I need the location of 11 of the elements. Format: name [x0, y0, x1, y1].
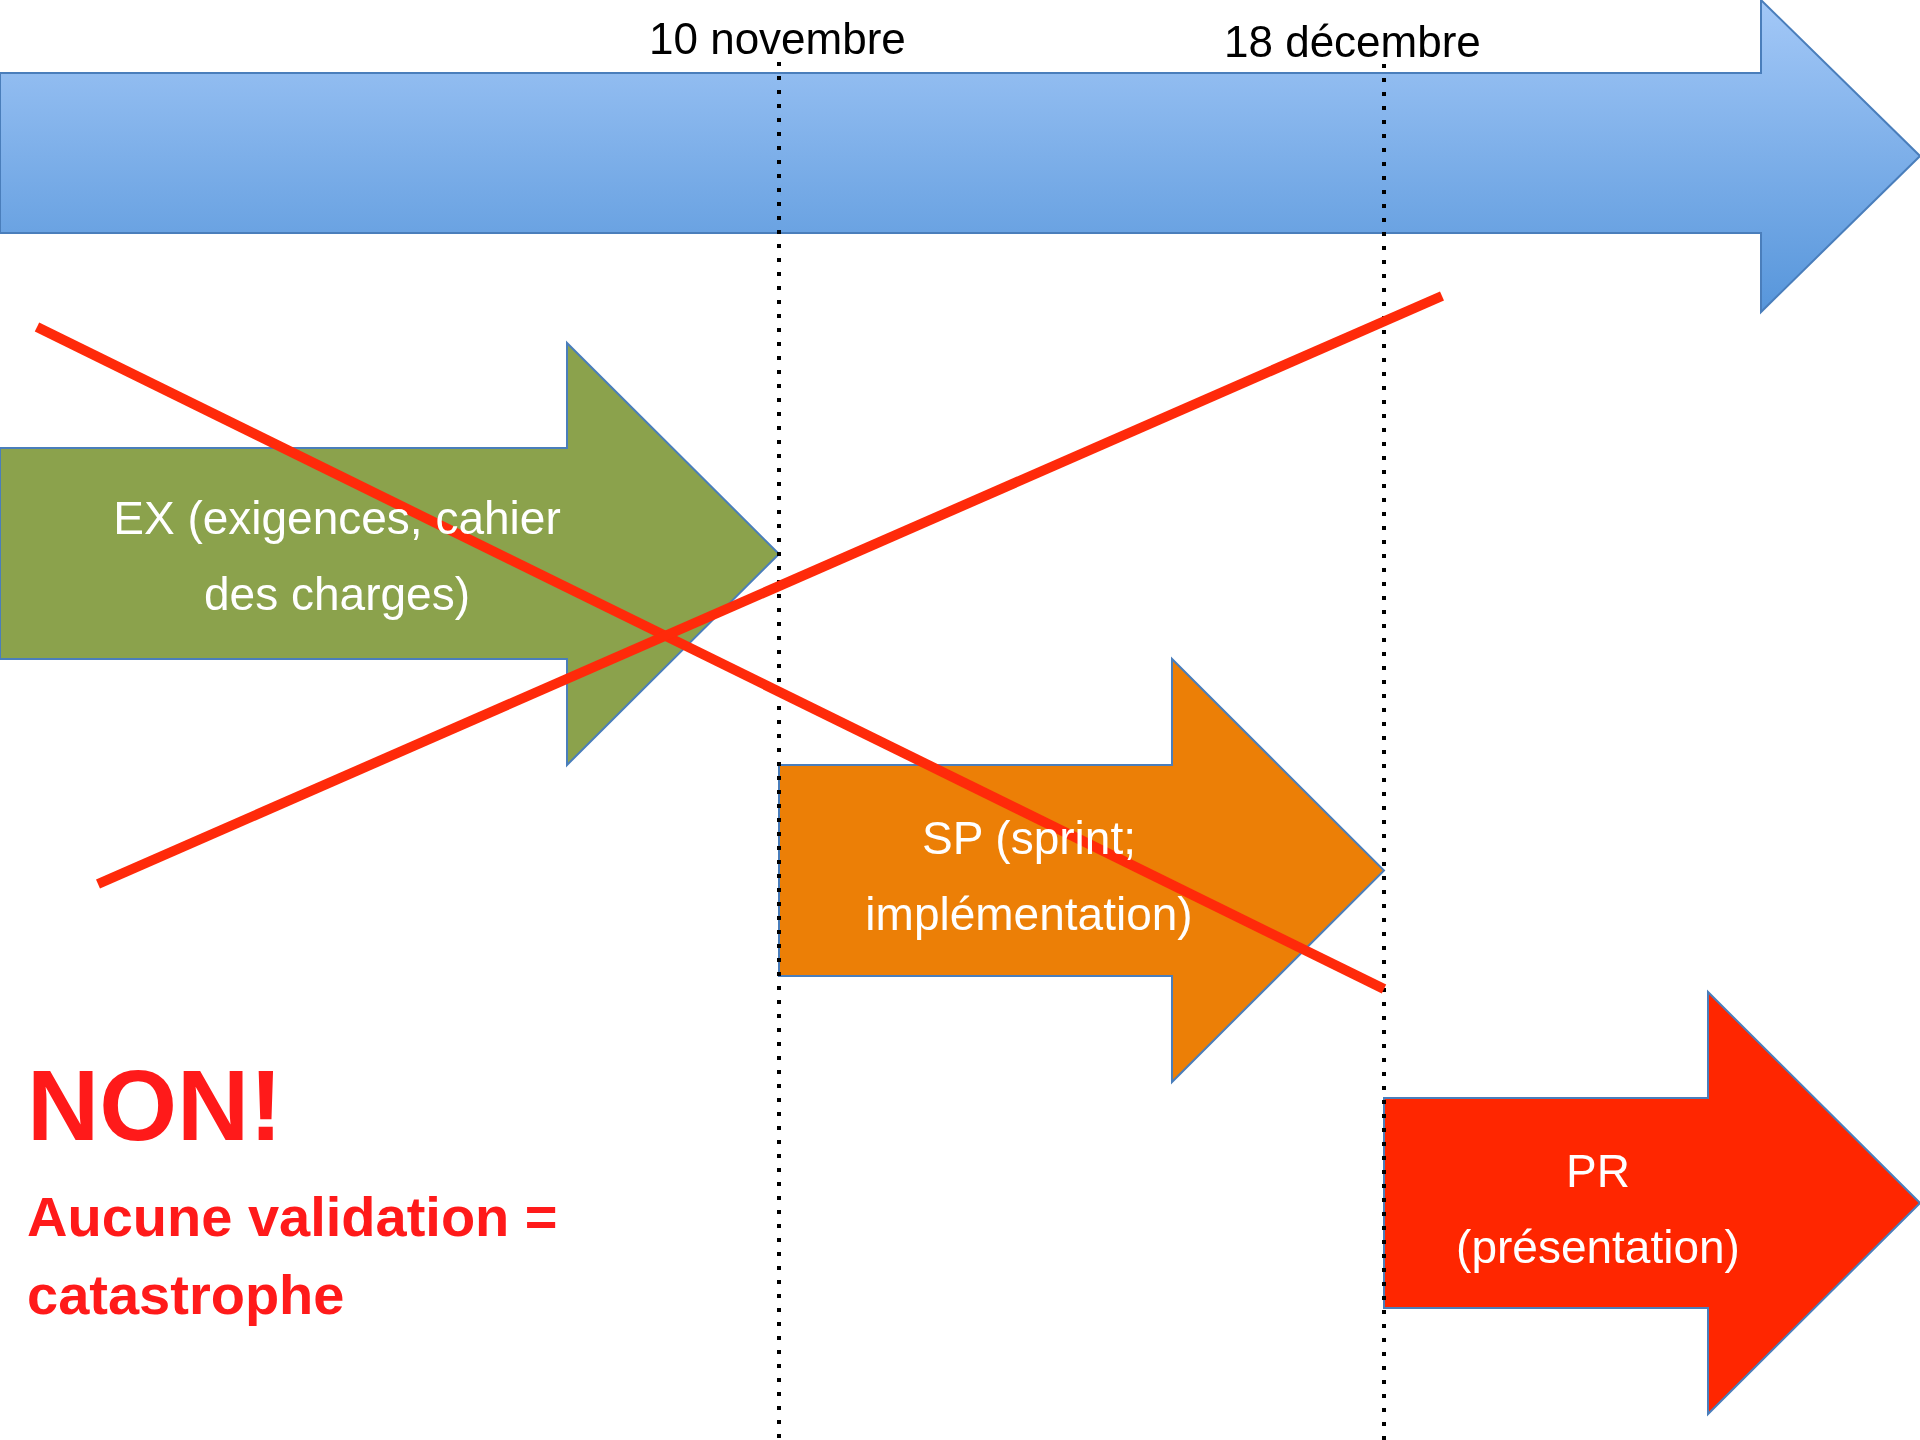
- date-label: 18 décembre: [1224, 17, 1481, 67]
- arrow-label: PR (présentation): [1455, 1144, 1741, 1275]
- phase-shape: [0, 343, 779, 765]
- arrow-label: EX (exigences, cahier des charges): [112, 491, 562, 622]
- date-label: 10 novembre: [649, 14, 906, 64]
- warning-note: Aucune validation = catastrophe: [27, 1184, 559, 1329]
- phase-shape: [1384, 992, 1920, 1414]
- arrow-label: SP (sprint; implémentation): [864, 811, 1194, 942]
- phase-shape: [779, 659, 1384, 1082]
- warning-heading: NON!: [27, 1050, 283, 1160]
- timeline-arrow: [0, 0, 1920, 312]
